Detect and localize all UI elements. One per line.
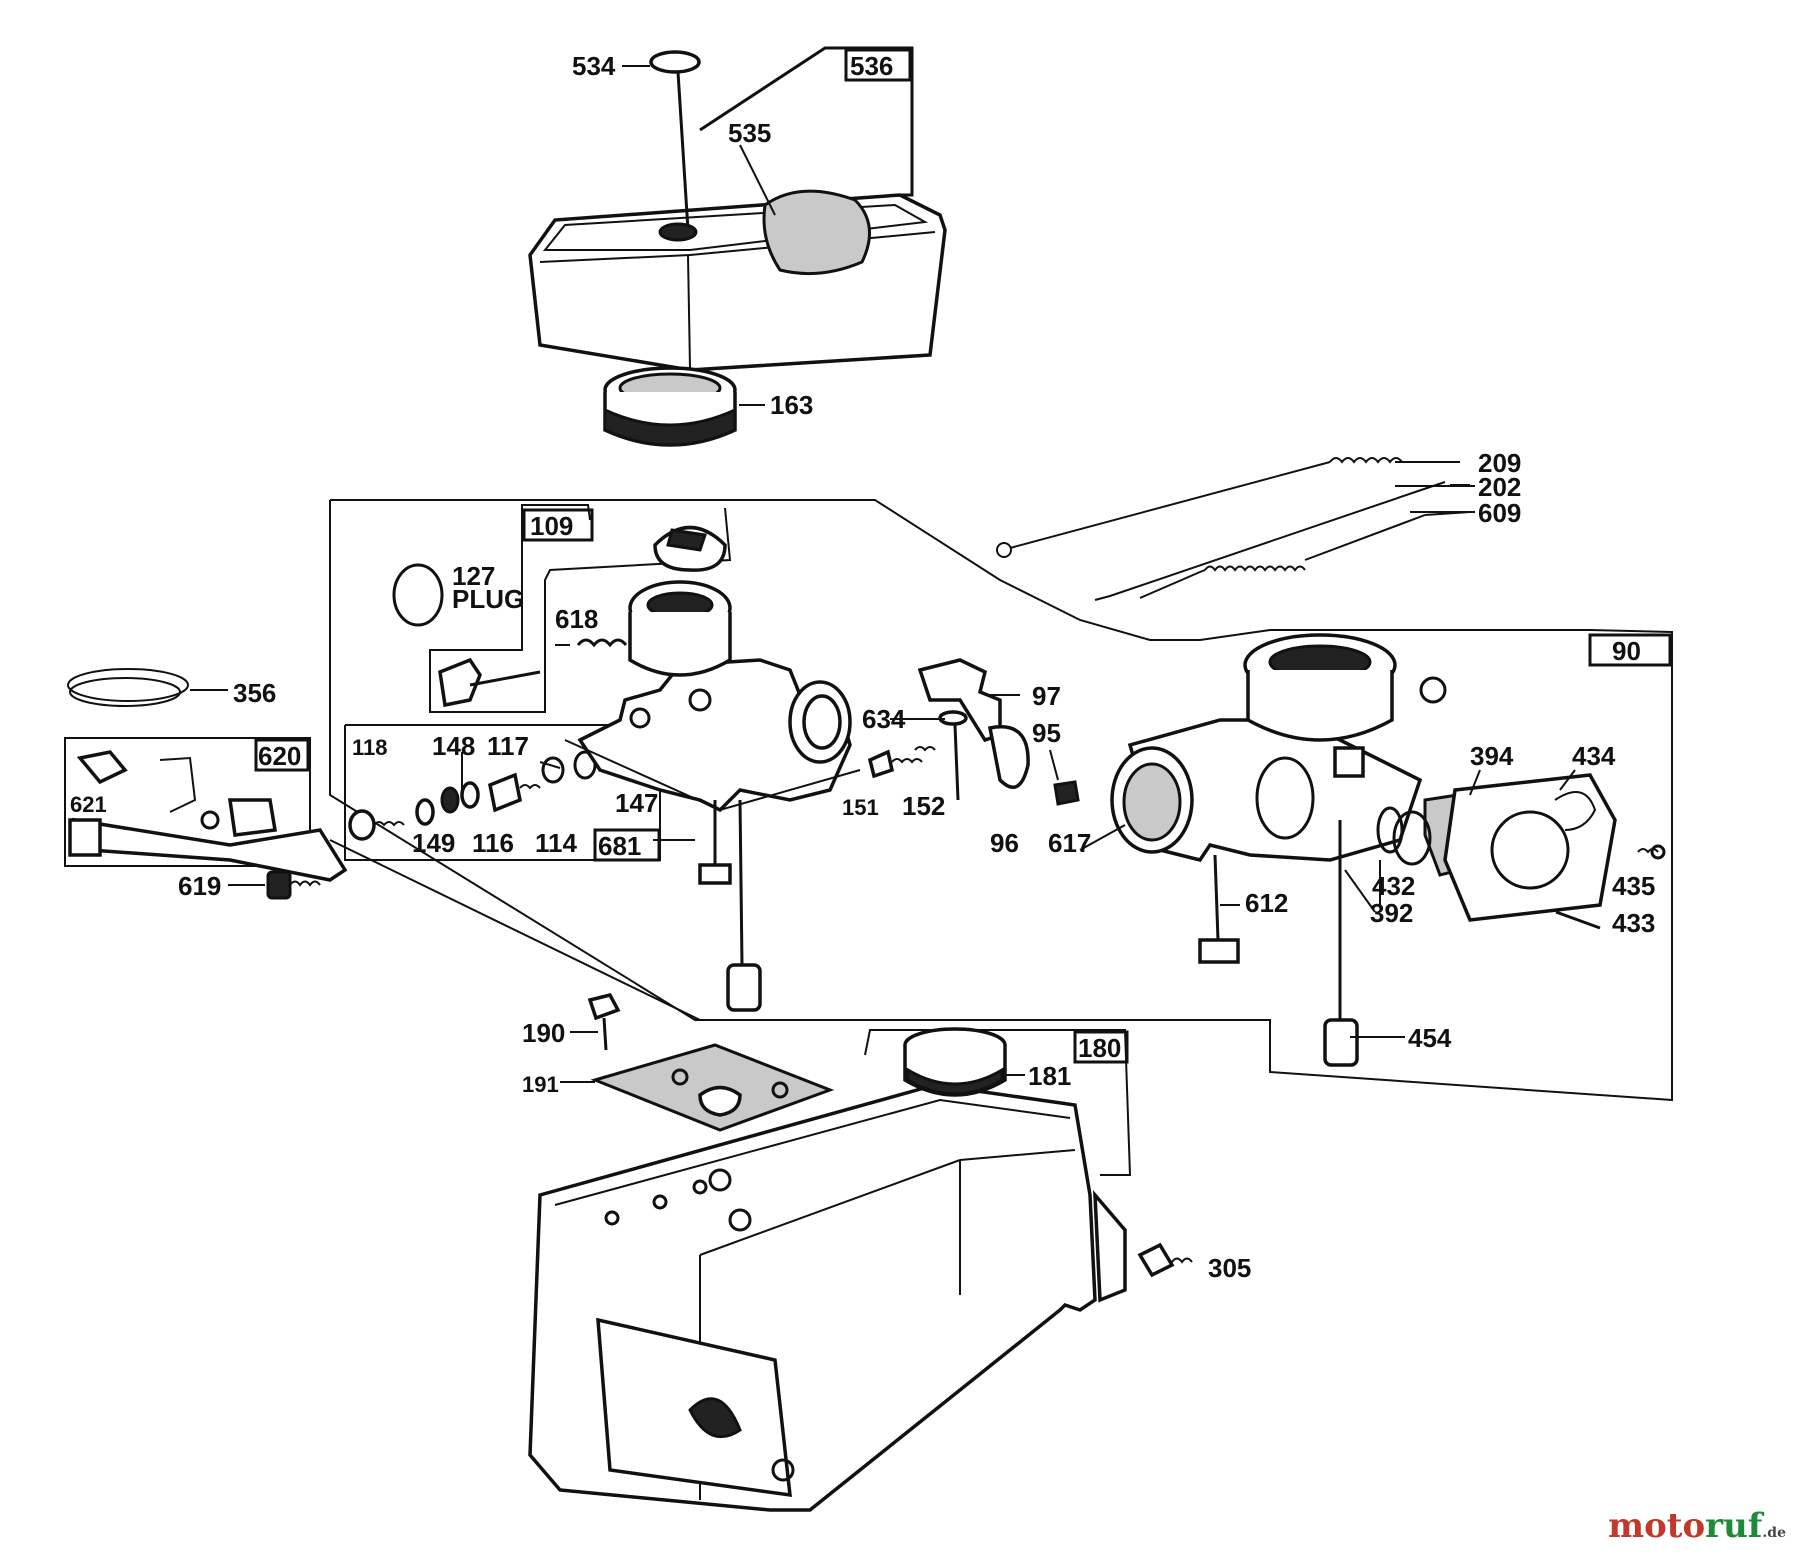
callout-202: 202 <box>1478 472 1521 502</box>
callout-149: 149 <box>412 828 455 858</box>
callout-95: 95 <box>1032 718 1061 748</box>
watermark-part1: moto <box>1608 1506 1706 1546</box>
callout-534: 534 <box>572 51 616 81</box>
callout-617: 617 <box>1048 828 1091 858</box>
governor-links-drawing <box>996 457 1471 601</box>
callout-148: 148 <box>432 731 475 761</box>
callout-392: 392 <box>1370 898 1413 928</box>
callout-96: 96 <box>990 828 1019 858</box>
watermark-logo: motoruf.de <box>1608 1506 1786 1546</box>
callout-190: 190 <box>522 1018 565 1048</box>
box-label-180: 180 <box>1078 1033 1121 1063</box>
callout-434: 434 <box>1572 741 1616 771</box>
choke-assembly-drawing <box>392 504 732 713</box>
callout-114: 114 <box>535 828 577 858</box>
callout-191: 191 <box>522 1072 559 1097</box>
callout-609: 609 <box>1478 498 1521 528</box>
callout-116: 116 <box>472 828 514 858</box>
callout-209: 209 <box>1478 448 1521 478</box>
intake-gasket-drawing <box>587 992 835 1132</box>
callout-plug: PLUG <box>452 584 524 614</box>
callout-612: 612 <box>1245 888 1288 918</box>
box-label-90: 90 <box>1612 636 1641 666</box>
callout-163: 163 <box>770 390 813 420</box>
governor-control-drawing <box>64 668 348 900</box>
callout-152: 152 <box>902 791 945 821</box>
callout-356: 356 <box>233 678 276 708</box>
callout-117: 117 <box>487 731 529 761</box>
needle-valve-drawing <box>344 724 661 862</box>
callout-394: 394 <box>1470 741 1514 771</box>
callout-97: 97 <box>1032 681 1061 711</box>
assembly-boundary <box>329 499 1673 1102</box>
box-label-536: 536 <box>850 51 893 81</box>
box-label-109: 109 <box>530 511 573 541</box>
fuel-tank-drawing <box>528 1027 1193 1512</box>
throttle-parts-drawing <box>867 658 1080 806</box>
watermark-part2: ruf <box>1705 1506 1763 1546</box>
callout-621: 621 <box>70 792 107 817</box>
callout-432: 432 <box>1372 871 1415 901</box>
callout-634: 634 <box>862 704 906 734</box>
callout-127: 127 <box>452 561 495 591</box>
callout-618: 618 <box>555 604 598 634</box>
air-cleaner-drawing <box>528 46 947 447</box>
callout-181: 181 <box>1028 1061 1071 1091</box>
callout-535: 535 <box>728 118 771 148</box>
callout-435: 435 <box>1612 871 1655 901</box>
callout-433: 433 <box>1612 908 1655 938</box>
leader-lines <box>329 65 1576 1083</box>
callout-147: 147 <box>615 788 658 818</box>
carburetor-90-drawing <box>1110 633 1672 1067</box>
callout-118: 118 <box>352 735 388 760</box>
box-label-681: 681 <box>598 831 641 861</box>
watermark-suffix: .de <box>1762 1525 1786 1541</box>
callout-454: 454 <box>1408 1023 1452 1053</box>
callout-151: 151 <box>842 795 879 820</box>
box-label-620: 620 <box>258 741 301 771</box>
carburetor-body-drawing <box>564 580 861 1012</box>
callout-619: 619 <box>178 871 221 901</box>
callout-305: 305 <box>1208 1253 1251 1283</box>
choke-spring-drawing <box>576 638 628 648</box>
